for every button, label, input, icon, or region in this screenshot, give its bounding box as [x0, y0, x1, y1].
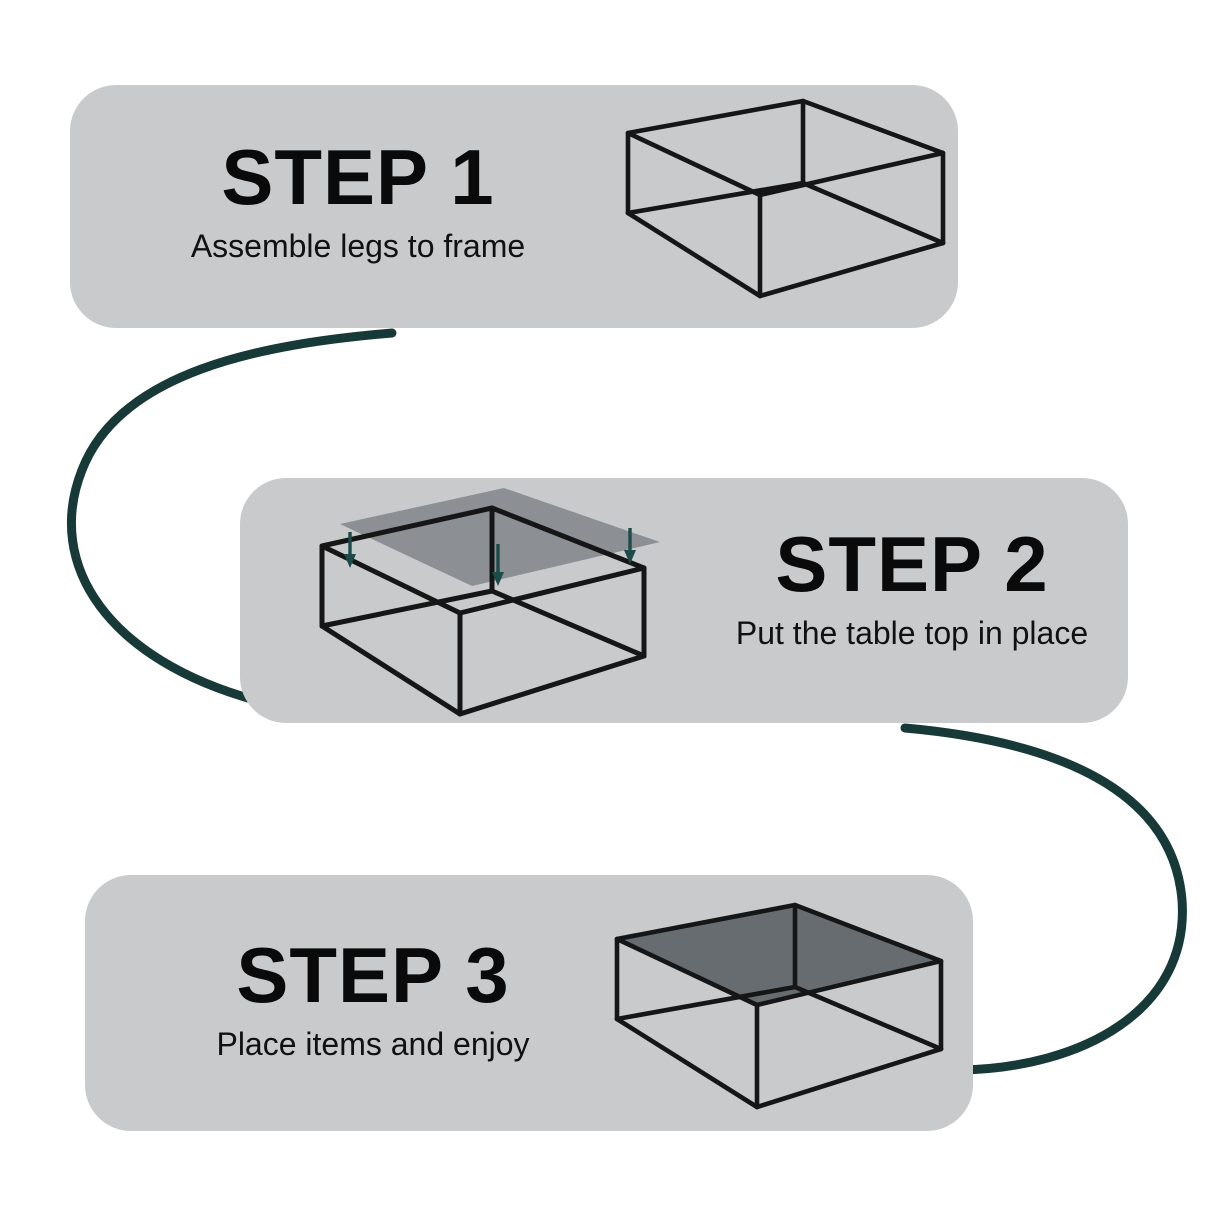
- table-frame-wireframe-icon: [625, 98, 946, 299]
- step-1-illustration: [598, 91, 958, 321]
- step-1-text-block: STEP 1 Assemble legs to frame: [148, 133, 568, 265]
- placement-arrows-group: [344, 528, 636, 586]
- connector-2-to-3: [900, 723, 1187, 1075]
- table-frame-wireframe-icon: [319, 505, 647, 717]
- downward-placement-arrow: [492, 544, 504, 586]
- step-3-description: Place items and enjoy: [216, 1026, 530, 1063]
- step-panel-2[interactable]: STEP 2 Put the table top in place: [240, 478, 1128, 723]
- step-2-illustration: [292, 476, 692, 731]
- step-panel-3[interactable]: STEP 3 Place items and enjoy: [85, 875, 973, 1131]
- step-2-text-block: STEP 2 Put the table top in place: [702, 520, 1122, 652]
- step-1-description: Assemble legs to frame: [190, 228, 526, 265]
- step-2-title: STEP 2: [775, 520, 1049, 608]
- completed-glass-coffee-table-icon: [614, 902, 944, 1110]
- step-1-title: STEP 1: [221, 133, 495, 221]
- connector-1-to-2: [66, 328, 397, 705]
- downward-placement-arrow: [624, 528, 636, 564]
- step-2-description: Put the table top in place: [735, 615, 1089, 652]
- table-frame-with-floating-glass-icon: [319, 488, 660, 717]
- step-panel-1[interactable]: STEP 1 Assemble legs to frame: [70, 85, 958, 328]
- downward-placement-arrow: [344, 532, 356, 568]
- step-3-text-block: STEP 3 Place items and enjoy: [163, 931, 583, 1063]
- table-frame-wireframe-icon: [614, 902, 944, 1110]
- step-3-title: STEP 3: [236, 931, 510, 1019]
- step-3-illustration: [585, 887, 965, 1132]
- floating-glass-top: [340, 488, 660, 586]
